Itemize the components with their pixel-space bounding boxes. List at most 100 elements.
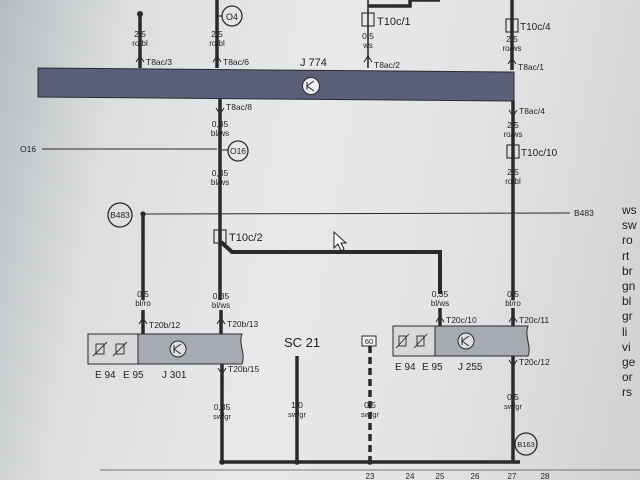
- column-number: 23: [366, 472, 375, 480]
- w1-color: ro/bl: [132, 39, 148, 48]
- pin-t20b13: T20b/13: [227, 319, 258, 329]
- w2-color: ro/bl: [209, 39, 225, 48]
- pin-t8ac2: T8ac/2: [374, 60, 400, 70]
- j301-wl-gauge: 0,5: [137, 289, 149, 299]
- lw-color2: bl/ws: [211, 178, 229, 187]
- label-j255: J 255: [458, 362, 483, 373]
- w3-gauge: 0,5: [362, 31, 374, 41]
- bw3-color: sw/gr: [361, 410, 379, 419]
- pin-t8ac6: T8ac/6: [223, 57, 249, 67]
- ground-b163: [514, 432, 538, 456]
- connector-t10c4-label: T10c/4: [520, 22, 551, 33]
- w3-color: ws: [362, 41, 373, 50]
- upper-wire-labels: 2,5 ro/bl 2,5 ro/bl 0,5 ws 2,5 ro/ws: [132, 29, 521, 53]
- transistor-icon: [302, 77, 320, 95]
- connector-t10c10-icon: [506, 144, 520, 159]
- connector-o16-label: O16: [230, 146, 246, 156]
- lw-gauge2: 0,35: [212, 168, 229, 178]
- bw1-color: sw/gr: [213, 412, 231, 421]
- connector-t10c4-icon: [505, 18, 519, 33]
- w4-color: ro/ws: [502, 44, 521, 53]
- sc21-label: SC 21: [284, 335, 320, 350]
- pin-t20b12: T20b/12: [149, 320, 180, 330]
- w1-gauge: 2,5: [134, 29, 146, 39]
- sensor-e94-icon: [92, 341, 108, 357]
- wire-bl-ws-bridge: [219, 240, 442, 294]
- pin-t8ac1: T8ac/1: [518, 62, 544, 72]
- bw2-color: sw/gr: [288, 410, 306, 419]
- sensor-box-j301: [87, 333, 139, 365]
- connector-t10c1-label: T10c/1: [377, 16, 411, 28]
- pin-t20c10: T20c/10: [446, 315, 477, 325]
- sensor-e94-icon: [395, 333, 410, 349]
- module-j774: J 774: [37, 57, 515, 102]
- label-e95-j255: E 95: [422, 362, 443, 373]
- ground-bus: B163: [219, 432, 538, 465]
- module-input-pins: T20b/12 T20b/13 T20c/10 T20c/11: [138, 308, 549, 334]
- connector-o16: [227, 140, 249, 162]
- legend-item: or: [622, 370, 633, 385]
- legend-item: li: [622, 324, 628, 339]
- label-j301: J 301: [162, 370, 187, 381]
- o16-left-label: O16: [20, 144, 36, 154]
- fuse-60-label: 60: [365, 337, 373, 346]
- legend-item: bl: [622, 294, 632, 309]
- legend-item: br: [622, 263, 633, 278]
- module-j301: E 94 E 95 J 301: [87, 333, 244, 381]
- lw-color1: bl/ws: [211, 129, 229, 138]
- column-number: 26: [471, 472, 480, 480]
- w4-gauge: 2,5: [506, 34, 518, 44]
- module-j774-body: [37, 67, 515, 102]
- j301-wr-gauge: 0,35: [213, 291, 230, 301]
- pin-t20b15: T20b/15: [228, 364, 259, 374]
- rw-gauge1: 2,5: [507, 120, 519, 130]
- column-numbers: 23 24 25 26 27 28: [100, 469, 640, 480]
- module-j255: E 94 E 95 J 255: [392, 325, 530, 373]
- legend-item: rt: [622, 248, 630, 263]
- b483-line: B483 B483: [107, 202, 594, 300]
- j301-wr-color: bl/ws: [212, 301, 230, 310]
- j255-wr-color: bl/ro: [505, 299, 521, 308]
- bw2-gauge: 1,0: [291, 400, 303, 410]
- connector-t10c1-icon: [361, 12, 375, 27]
- legend-item: gn: [622, 278, 636, 293]
- pin-t8ac4: T8ac/4: [519, 106, 545, 116]
- label-e95-j301: E 95: [123, 370, 144, 381]
- column-number: 27: [508, 472, 517, 480]
- pin-t8ac8: T8ac/8: [226, 102, 252, 112]
- pin-t8ac3: T8ac/3: [146, 57, 172, 67]
- w2-gauge: 2,5: [211, 29, 223, 39]
- top-connectors: O4 T10c/1 T10c/4: [137, 0, 551, 50]
- connector-t10c2-label: T10c/2: [229, 232, 263, 244]
- connector-o4-label: O4: [226, 12, 238, 22]
- wire-b483: [142, 212, 571, 215]
- connector-b483: [107, 202, 133, 228]
- lower-left-chain: T8ac/8 0,35 bl/ws O16 O16 0,35 bl/ws T10…: [20, 99, 442, 300]
- j255-wr-gauge: 0,5: [507, 289, 519, 299]
- module-input-labels: 0,5 bl/ro 0,35 bl/ws 0,35 bl/ws 0,5 bl/r…: [135, 289, 521, 310]
- legend-item: gr: [622, 309, 633, 324]
- lw-gauge1: 0,35: [212, 119, 229, 129]
- j255-wl-color: bl/ws: [431, 299, 449, 308]
- transistor-icon: [169, 340, 187, 358]
- connector-t10c10-label: T10c/10: [521, 148, 558, 159]
- legend-item: rs: [622, 385, 632, 400]
- legend-item: ge: [622, 354, 636, 369]
- bw4-gauge: 0,5: [507, 392, 519, 402]
- legend-item: vi: [622, 339, 631, 354]
- legend-item: ws: [622, 203, 637, 217]
- center-components: SC 21 60: [284, 335, 377, 462]
- ground-b163-label: B163: [517, 440, 535, 449]
- connector-b483-label: B483: [110, 210, 130, 220]
- label-e94-j255: E 94: [395, 362, 416, 373]
- legend-item: ro: [622, 233, 633, 248]
- sensor-e95-icon: [112, 341, 128, 357]
- connector-t10c2-icon: [213, 229, 227, 244]
- legend-item: sw: [622, 218, 637, 233]
- bottom-wire-labels: 0,35 sw/gr 1,0 sw/gr 0,5 sw/gr 0,5 sw/gr: [213, 392, 522, 421]
- bw4-color: sw/gr: [504, 402, 522, 411]
- j774-top-pins: T8ac/3 T8ac/6 T8ac/2 T8ac/1: [135, 50, 544, 72]
- bw1-gauge: 0,35: [214, 402, 231, 412]
